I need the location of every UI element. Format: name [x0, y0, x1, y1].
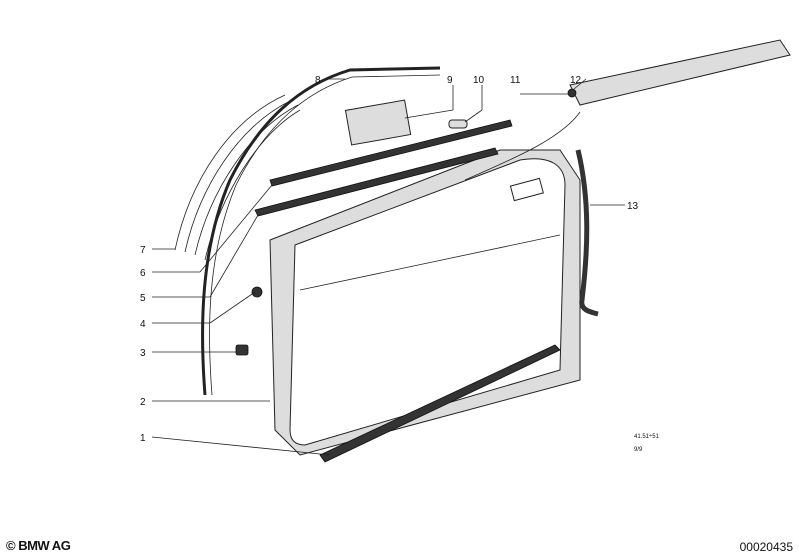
sill-strip: [319, 344, 561, 463]
callout-10: 10: [473, 75, 485, 86]
seal-section-part-9: [344, 99, 412, 146]
roof-seal-part-12: [569, 39, 791, 106]
callout-2: 2: [140, 397, 146, 408]
window-frame-seal: [201, 66, 441, 396]
callout-11: 11: [510, 75, 521, 86]
b-pillar-seal-part-13: [575, 149, 599, 317]
callout-3: 3: [140, 348, 146, 359]
callout-6: 6: [140, 268, 146, 279]
callout-7: 7: [140, 245, 146, 256]
window-channel-strip: [254, 147, 499, 217]
document-number: 00020435: [739, 540, 793, 554]
sheet-note: 9/9: [634, 447, 643, 453]
door-handle: [509, 177, 544, 202]
grommet-part-4: [251, 286, 263, 298]
inner-window-seal: [269, 119, 513, 187]
window-glass-frame: [174, 94, 301, 261]
leader-lines: [151, 78, 625, 456]
callout-5: 5: [140, 293, 146, 304]
clip-part-11: [567, 88, 577, 98]
plug-part-3: [235, 344, 249, 356]
callout-4: 4: [140, 319, 146, 330]
callout-8: 8: [315, 75, 321, 86]
callout-1: 1: [140, 433, 146, 444]
callout-12: 12: [570, 75, 582, 86]
callout-13: 13: [627, 201, 639, 212]
reference-note: 41.51÷51: [634, 434, 660, 440]
callout-9: 9: [447, 75, 453, 86]
door-panel: [289, 158, 566, 446]
clip-part-10: [448, 119, 468, 129]
copyright-label: © BMW AG: [6, 538, 71, 553]
